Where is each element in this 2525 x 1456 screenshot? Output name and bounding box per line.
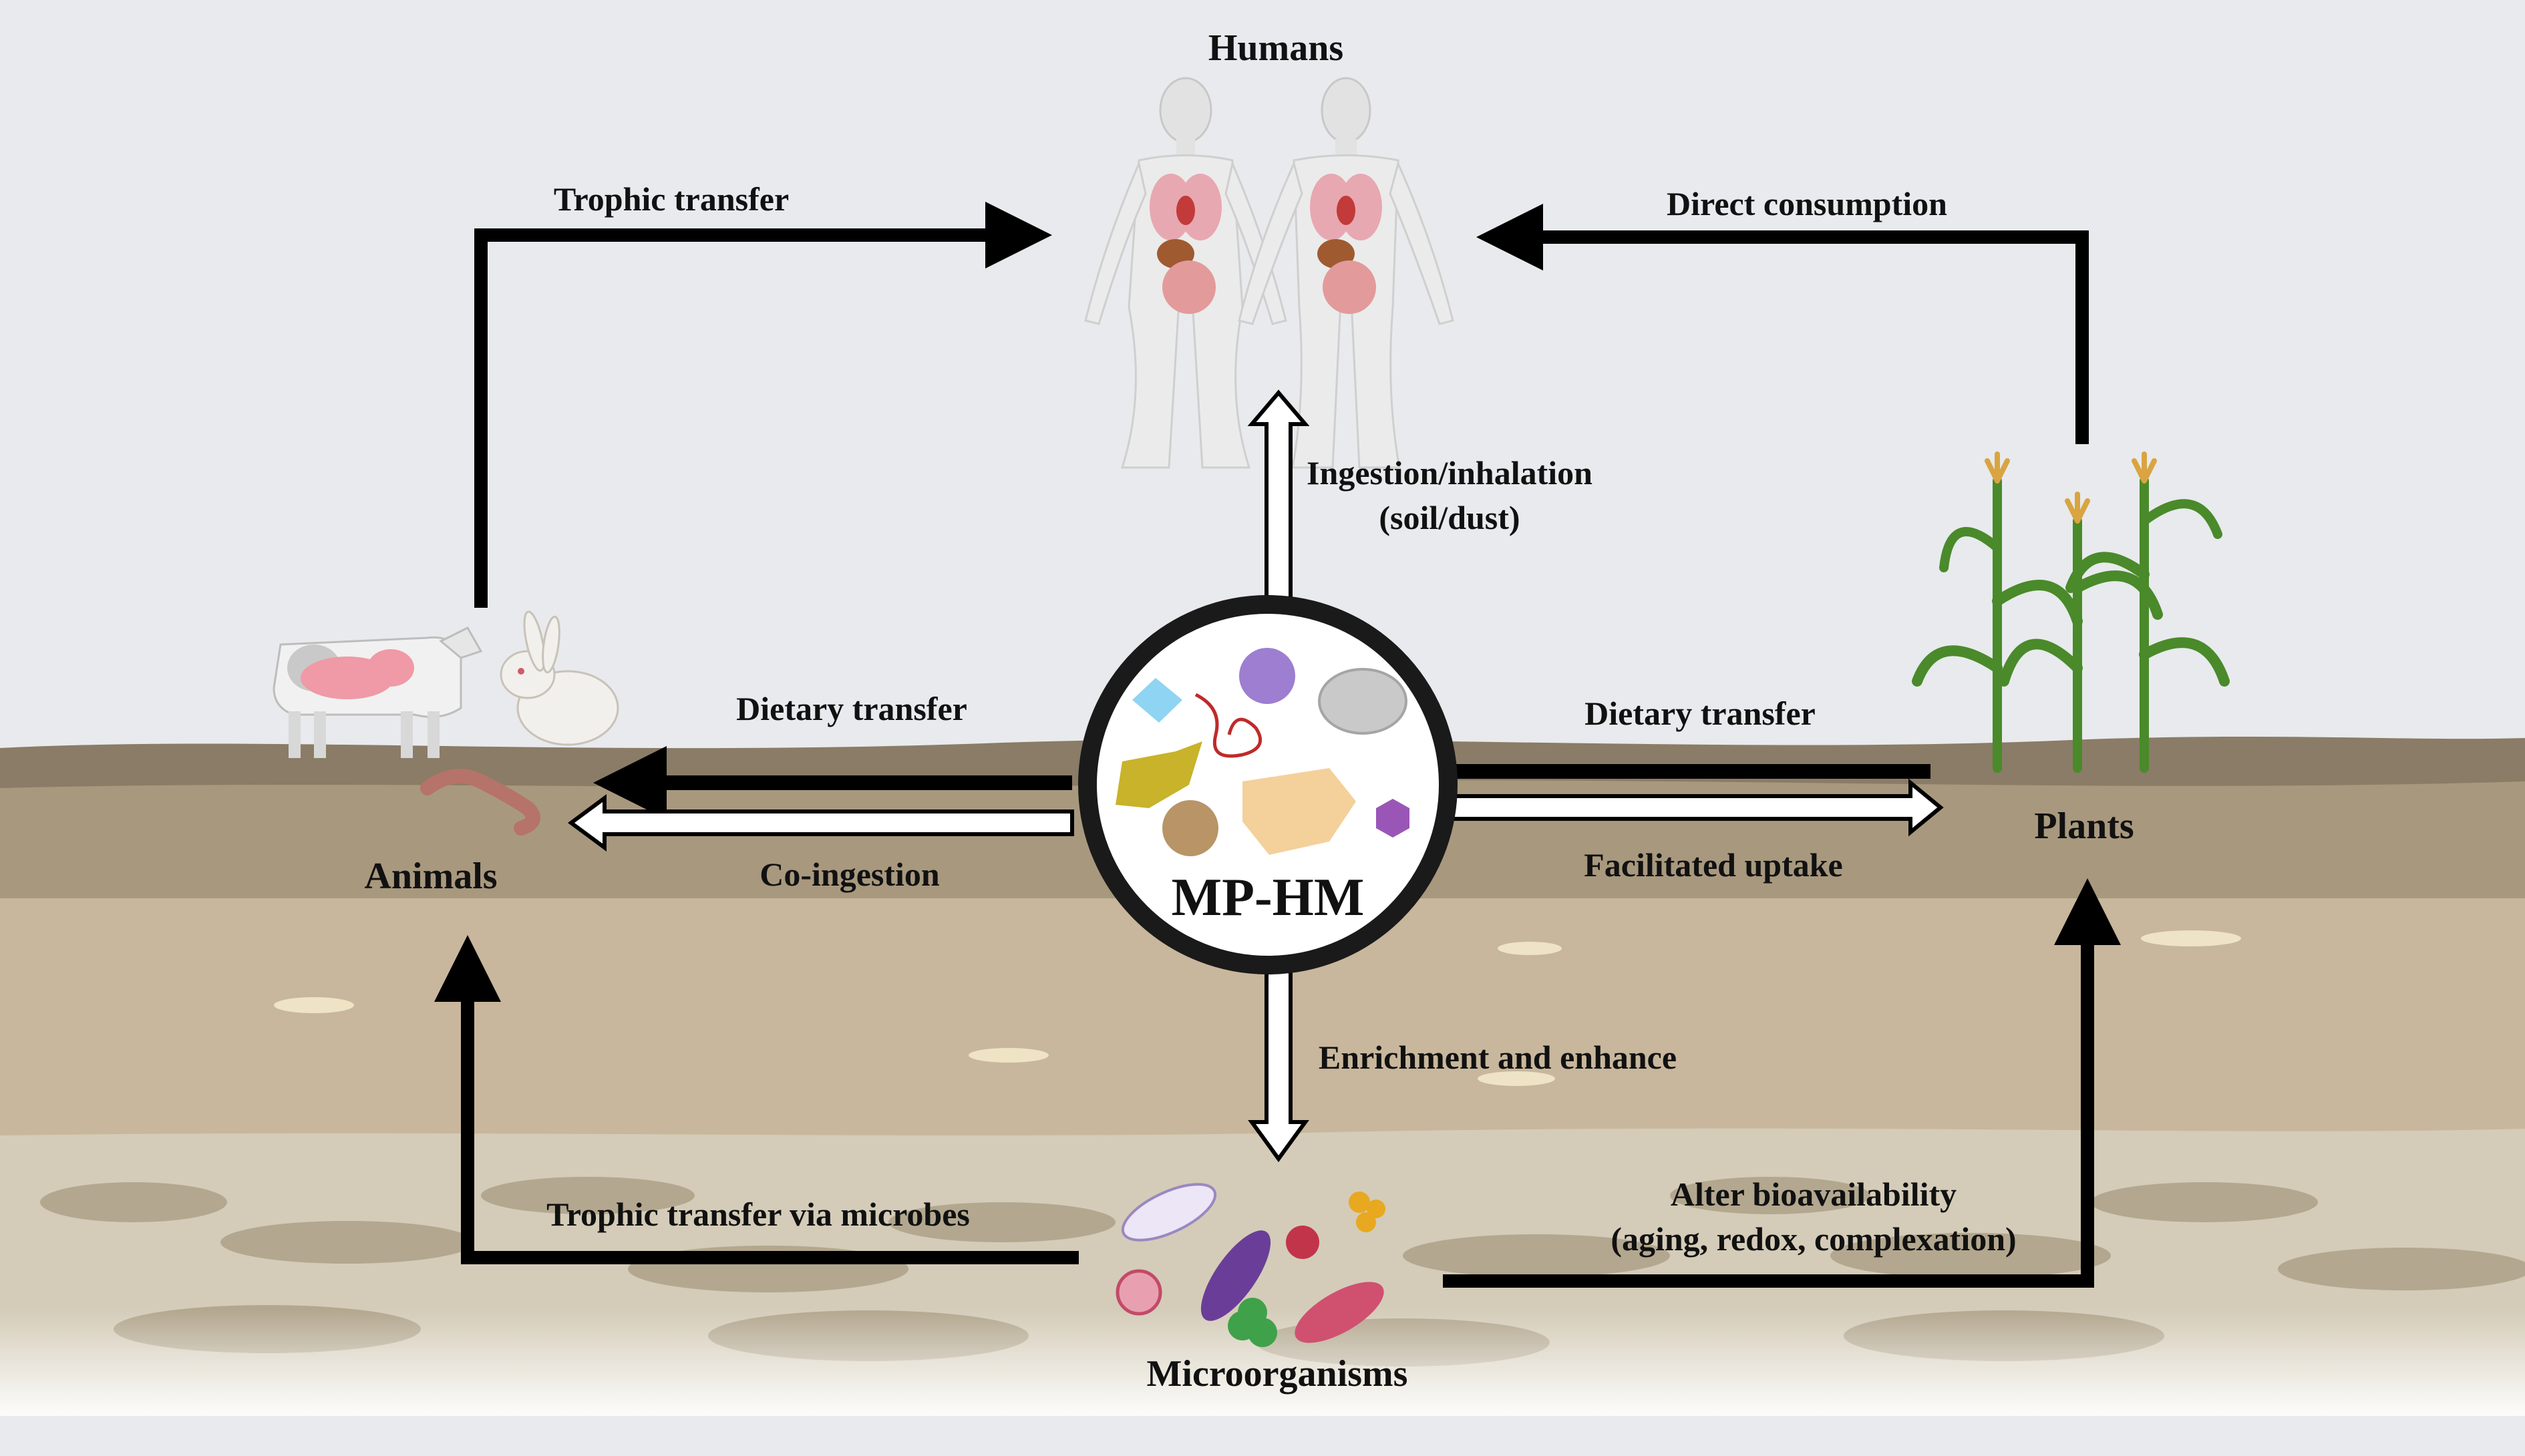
dietary-transfer-right-label: Dietary transfer bbox=[1584, 695, 1816, 732]
animals-illustration bbox=[273, 610, 619, 836]
male-figure-icon bbox=[1238, 77, 1454, 469]
bottom-band bbox=[0, 1416, 2525, 1456]
animals-label: Animals bbox=[364, 856, 497, 897]
female-figure-icon bbox=[1084, 77, 1287, 469]
particle-fragment-yellow-icon bbox=[1116, 741, 1202, 808]
coccus-red-icon bbox=[1286, 1226, 1319, 1259]
particle-hexagon-icon bbox=[1376, 799, 1409, 838]
arrow-ingestion-inhalation bbox=[1247, 389, 1310, 613]
plants-label: Plants bbox=[2034, 805, 2134, 847]
cow-icon bbox=[273, 626, 483, 758]
arrow-trophic-transfer bbox=[474, 202, 1052, 608]
trophic-transfer-label: Trophic transfer bbox=[554, 180, 789, 218]
particle-granule-icon bbox=[1162, 800, 1218, 856]
particle-film-icon bbox=[1242, 768, 1356, 855]
arrow-enrichment bbox=[1248, 953, 1309, 1163]
fungi-yellow-icon bbox=[1349, 1192, 1385, 1232]
microorganisms-illustration bbox=[1116, 1183, 1385, 1347]
bacillus-magenta-icon bbox=[1295, 1282, 1384, 1343]
rabbit-icon bbox=[500, 610, 619, 746]
alter-bioavailability-label: Alter bioavailability bbox=[1671, 1175, 1957, 1213]
arrow-alter-bioavailability bbox=[1443, 878, 2121, 1288]
mp-hm-hub bbox=[1078, 595, 1458, 974]
coccus-cluster-green-icon bbox=[1228, 1298, 1277, 1347]
arrow-facilitated-uptake bbox=[1448, 778, 1944, 837]
particle-cluster-icon bbox=[1318, 668, 1407, 735]
humans-label: Humans bbox=[1208, 27, 1343, 69]
microorganisms-label: Microorganisms bbox=[1147, 1353, 1408, 1395]
particle-sphere-icon bbox=[1239, 648, 1295, 704]
facilitated-uptake-label: Facilitated uptake bbox=[1584, 846, 1842, 884]
enrichment-label: Enrichment and enhance bbox=[1319, 1039, 1677, 1076]
ingestion-inhalation-label: Ingestion/inhalation bbox=[1307, 454, 1592, 492]
soil-dust-label: (soil/dust) bbox=[1379, 499, 1520, 536]
dietary-transfer-left-label: Dietary transfer bbox=[736, 690, 967, 727]
earthworm-icon bbox=[420, 769, 540, 836]
arrow-direct-consumption bbox=[1476, 204, 2089, 444]
arrow-trophic-via-microbes bbox=[434, 935, 1079, 1264]
soil-light-flecks bbox=[274, 930, 2241, 1086]
particle-diamond-icon bbox=[1132, 678, 1182, 723]
particle-fiber-icon bbox=[1194, 693, 1262, 758]
direct-consumption-label: Direct consumption bbox=[1667, 185, 1947, 222]
bacillus-purple-icon bbox=[1200, 1230, 1271, 1321]
bacillus-lavender-icon bbox=[1121, 1183, 1217, 1242]
co-ingestion-label: Co-ingestion bbox=[760, 856, 940, 893]
corn-plants-icon bbox=[1912, 451, 2230, 773]
trophic-via-microbes-label: Trophic transfer via microbes bbox=[546, 1196, 970, 1233]
alter-bioavailability-details-label: (aging, redox, complexation) bbox=[1611, 1220, 2016, 1258]
humans-illustration bbox=[1084, 77, 1454, 469]
hub-label: MP-HM bbox=[1172, 868, 1365, 927]
virus-pink-icon bbox=[1116, 1269, 1162, 1316]
arrow-co-ingestion bbox=[567, 794, 1074, 852]
